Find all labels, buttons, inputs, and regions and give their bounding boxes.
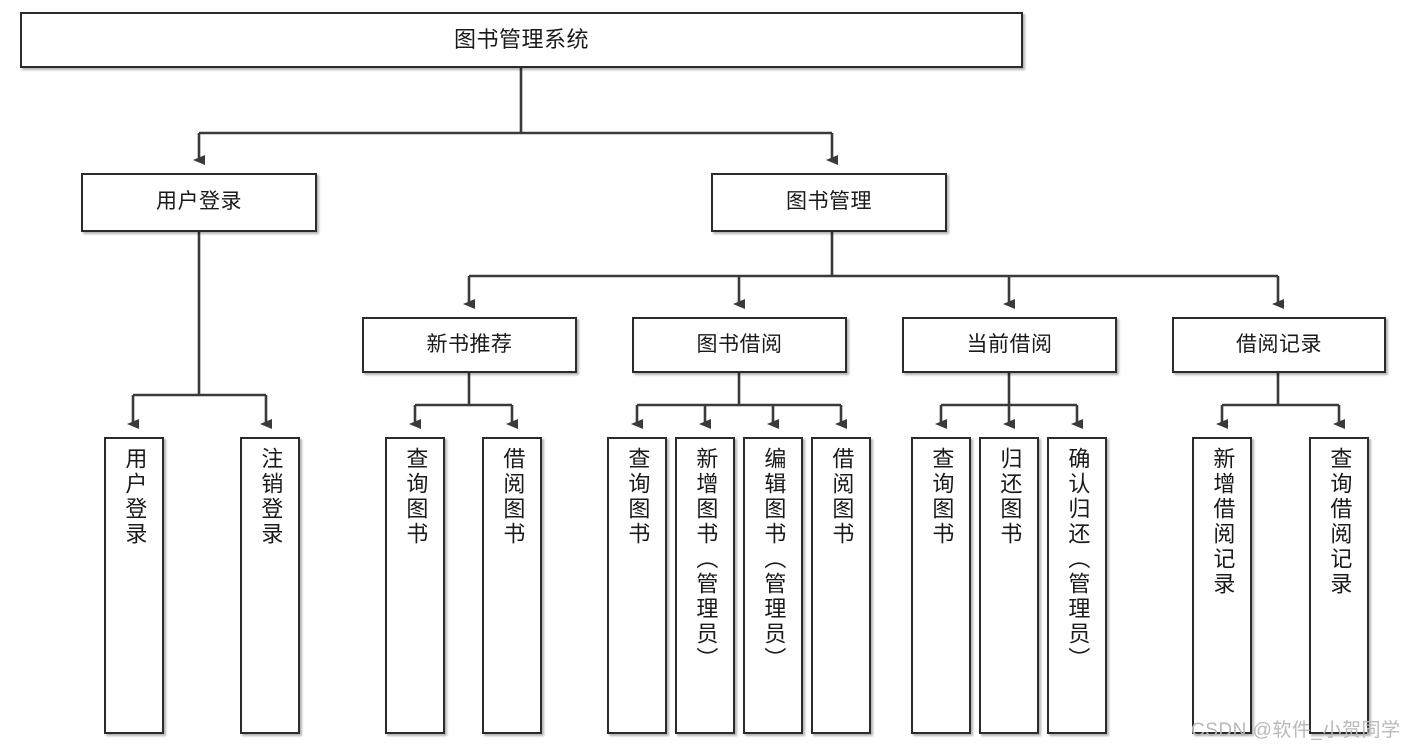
node-label: 用户登录	[122, 447, 148, 547]
leaf-new-book-query-book[interactable]: 查询图书	[385, 437, 445, 734]
node-book-borrow[interactable]: 图书借阅	[632, 317, 847, 373]
node-label: 新增借阅记录	[1210, 447, 1236, 597]
node-label: 新书推荐	[426, 332, 513, 356]
leaf-user-login-login[interactable]: 用户登录	[104, 437, 164, 734]
node-borrow-records[interactable]: 借阅记录	[1172, 317, 1386, 373]
leaf-user-login-logout[interactable]: 注销登录	[240, 437, 300, 734]
node-label: 注销登录	[258, 447, 284, 547]
node-label: 查询图书	[625, 447, 651, 547]
node-label: 图书管理系统	[453, 27, 589, 53]
leaf-book-borrow-edit-book-admin[interactable]: 编辑图书（管理员）	[743, 437, 803, 734]
leaf-current-borrow-query-book[interactable]: 查询图书	[911, 437, 971, 734]
leaf-borrow-records-add-record[interactable]: 新增借阅记录	[1192, 437, 1252, 734]
leaf-book-borrow-borrow-book[interactable]: 借阅图书	[811, 437, 871, 734]
node-user-login[interactable]: 用户登录	[81, 173, 317, 232]
leaf-new-book-borrow-book[interactable]: 借阅图书	[482, 437, 542, 734]
node-label: 查询借阅记录	[1327, 447, 1353, 597]
node-label: 当前借阅	[966, 332, 1053, 356]
node-label: 归还图书	[997, 447, 1023, 547]
leaf-book-borrow-query-book[interactable]: 查询图书	[607, 437, 667, 734]
leaf-book-borrow-add-book-admin[interactable]: 新增图书（管理员）	[675, 437, 735, 734]
leaf-borrow-records-query-record[interactable]: 查询借阅记录	[1309, 437, 1369, 734]
node-label: 图书管理	[786, 190, 872, 214]
leaf-current-borrow-return-book[interactable]: 归还图书	[979, 437, 1039, 734]
csdn-watermark: CSDN @软件_小贺同学	[1191, 720, 1401, 741]
node-label: 新增图书（管理员）	[693, 447, 719, 672]
node-label: 查询图书	[403, 447, 429, 547]
node-book-management[interactable]: 图书管理	[711, 173, 947, 232]
node-label: 编辑图书（管理员）	[761, 447, 787, 672]
node-label: 借阅图书	[829, 447, 855, 547]
node-label: 图书借阅	[696, 332, 783, 356]
node-label: 借阅记录	[1236, 332, 1322, 356]
leaf-current-borrow-confirm-return-admin[interactable]: 确认归还（管理员）	[1047, 437, 1107, 734]
node-label: 用户登录	[156, 190, 242, 214]
node-label: 确认归还（管理员）	[1065, 447, 1091, 672]
node-current-borrow[interactable]: 当前借阅	[902, 317, 1117, 373]
node-label: 借阅图书	[500, 447, 526, 547]
node-label: 查询图书	[929, 447, 955, 547]
node-new-book-recommend[interactable]: 新书推荐	[362, 317, 577, 373]
node-root-library-management-system[interactable]: 图书管理系统	[20, 12, 1023, 68]
